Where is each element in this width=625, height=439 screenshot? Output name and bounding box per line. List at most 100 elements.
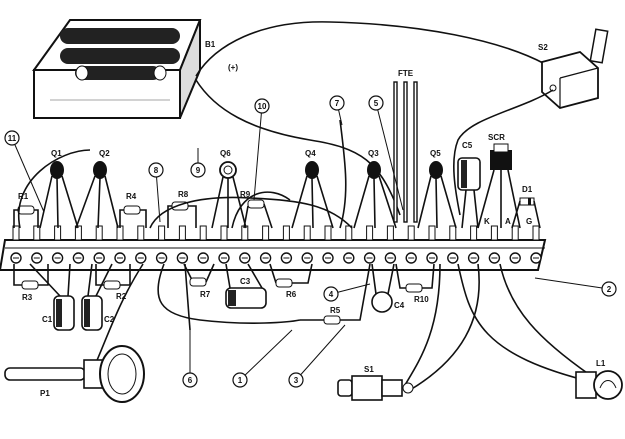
wire-to-l1 xyxy=(457,263,597,384)
resistor-r4 xyxy=(119,205,147,228)
fte-lead-1 xyxy=(393,81,398,223)
callout-number: 7 xyxy=(335,99,340,108)
terminal-lug xyxy=(428,225,436,241)
label-s1: S1 xyxy=(364,365,374,374)
capacitor-c5 xyxy=(457,157,481,229)
callout-leader xyxy=(295,324,346,381)
terminal-lug xyxy=(241,225,249,241)
fte-lead-3 xyxy=(413,81,418,223)
terminal-lug xyxy=(33,225,41,241)
label-a: A xyxy=(505,217,511,226)
callout-number: 4 xyxy=(329,290,334,299)
resistor-r8 xyxy=(167,201,197,228)
label-k: K xyxy=(484,217,490,226)
label-s2: S2 xyxy=(538,43,548,52)
terminal-lug xyxy=(137,225,145,241)
label-plus: (+) xyxy=(228,63,238,72)
callout-leader xyxy=(155,169,161,223)
terminal-lug xyxy=(386,225,394,241)
callout-circle xyxy=(232,372,248,388)
callout-leader xyxy=(375,102,404,211)
terminal-lug xyxy=(95,225,103,241)
callout-circle xyxy=(288,372,304,388)
callout-number: 11 xyxy=(8,134,17,143)
potentiometer-p1 xyxy=(4,345,145,403)
label-r10: R10 xyxy=(414,295,429,304)
callout-circle xyxy=(329,95,345,111)
wire-jumper-7 xyxy=(339,119,347,229)
terminal-lug xyxy=(282,225,290,241)
fte-lead-2 xyxy=(403,81,408,223)
wire-to-p1 xyxy=(94,263,144,366)
terminal-lug xyxy=(366,225,374,241)
label-d1: D1 xyxy=(522,185,533,194)
label-l1: L1 xyxy=(596,359,606,368)
callout-number: 5 xyxy=(374,99,379,108)
wire-to-l1-b xyxy=(499,263,591,376)
callout-number: 1 xyxy=(238,376,243,385)
callout-circle xyxy=(148,162,164,178)
wire-s2-strip xyxy=(453,89,554,216)
label-fte: FTE xyxy=(398,69,414,78)
label-p1: P1 xyxy=(40,389,50,398)
wire-to-s1 xyxy=(404,263,441,386)
terminal-lug xyxy=(490,225,498,241)
capacitor-c4 xyxy=(371,263,395,313)
wire-to-s1-b xyxy=(409,263,480,391)
callout-number: 6 xyxy=(188,376,193,385)
label-r6: R6 xyxy=(286,290,297,299)
transistor-q3 xyxy=(353,161,397,229)
callout-leader xyxy=(253,105,263,201)
callout-number: 9 xyxy=(196,166,201,175)
label-q4: Q4 xyxy=(305,149,316,158)
callout-circle xyxy=(4,130,20,146)
terminal-lug xyxy=(470,225,478,241)
callout-circle xyxy=(601,281,617,297)
terminal-lug xyxy=(199,225,207,241)
label-q3: Q3 xyxy=(368,149,379,158)
capacitor-c3 xyxy=(225,263,267,309)
wire-jumper-11 xyxy=(17,149,91,229)
callout-number: 2 xyxy=(607,285,612,294)
resistor-r6 xyxy=(269,263,313,288)
toggle-switch-s2 xyxy=(541,28,609,109)
transistor-q6 xyxy=(211,161,247,229)
callout-circle xyxy=(190,162,206,178)
callout-circle xyxy=(368,95,384,111)
terminal-lug xyxy=(12,225,20,241)
resistor-r10 xyxy=(395,263,435,293)
wire-jumper-1 xyxy=(157,263,301,324)
diode-d1 xyxy=(511,197,541,229)
label-r5: R5 xyxy=(330,306,341,315)
scr-device xyxy=(477,143,521,229)
terminal-lug xyxy=(54,225,62,241)
terminal-lug xyxy=(324,225,332,241)
callout-circle xyxy=(182,372,198,388)
push-button-s1 xyxy=(337,375,414,401)
label-r9: R9 xyxy=(240,190,251,199)
battery-holder-b1 xyxy=(32,19,202,119)
transistor-q5 xyxy=(417,161,457,229)
callout-leader xyxy=(534,277,610,290)
capacitor-c2 xyxy=(81,263,113,331)
terminal-lug xyxy=(303,225,311,241)
transistor-q1 xyxy=(39,161,79,229)
callout-number: 3 xyxy=(294,376,299,385)
terminal-lug xyxy=(220,225,228,241)
label-r4: R4 xyxy=(126,192,137,201)
label-c4: C4 xyxy=(394,301,405,310)
label-q2: Q2 xyxy=(99,149,110,158)
resistor-r5 xyxy=(300,263,371,325)
label-r3: R3 xyxy=(22,293,33,302)
terminal-lug xyxy=(178,225,186,241)
resistor-r9 xyxy=(243,199,273,229)
label-c5: C5 xyxy=(462,141,473,150)
terminal-strip xyxy=(0,225,547,271)
terminal-lug xyxy=(345,225,353,241)
wire-battery-minus xyxy=(195,79,401,216)
capacitor-c1 xyxy=(29,263,75,331)
callout-number: 10 xyxy=(258,102,267,111)
callout-number: 8 xyxy=(154,166,159,175)
